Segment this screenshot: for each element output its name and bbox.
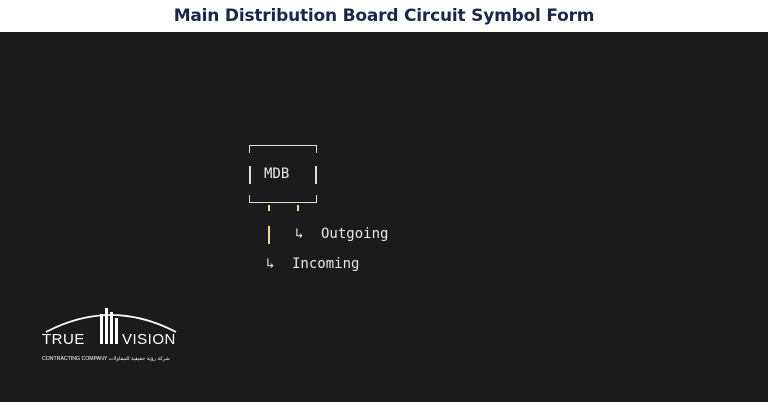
diagram-panel [0,32,768,402]
svg-text:CONTRACTING COMPANY شركة رؤية: CONTRACTING COMPANY شركة رؤية حقيقية للم… [42,356,170,362]
svg-text:VISION: VISION [122,331,176,348]
mdb-box-right-edge [315,166,317,184]
true-vision-logo-graphic: TRUE VISION CONTRACTING COMPANY شركة رؤي… [42,308,177,362]
header-bar: Main Distribution Board Circuit Symbol F… [0,0,768,32]
mdb-label: MDB [264,166,290,182]
outgoing-lead-top [297,205,299,211]
mdb-box-bottom-bracket [249,195,317,203]
incoming-arrow-icon: ↳ [266,256,275,272]
incoming-lead-mid [268,226,270,244]
mdb-box-left-edge [249,166,251,184]
svg-text:TRUE: TRUE [42,331,85,348]
page-title: Main Distribution Board Circuit Symbol F… [173,6,595,26]
incoming-label: Incoming [292,256,360,272]
true-vision-logo: TRUE VISION CONTRACTING COMPANY شركة رؤي… [38,302,184,372]
mdb-box-top-bracket [249,145,317,153]
incoming-lead-top [268,205,270,211]
outgoing-label: Outgoing [321,226,389,242]
outgoing-arrow-icon: ↳ [295,226,304,242]
